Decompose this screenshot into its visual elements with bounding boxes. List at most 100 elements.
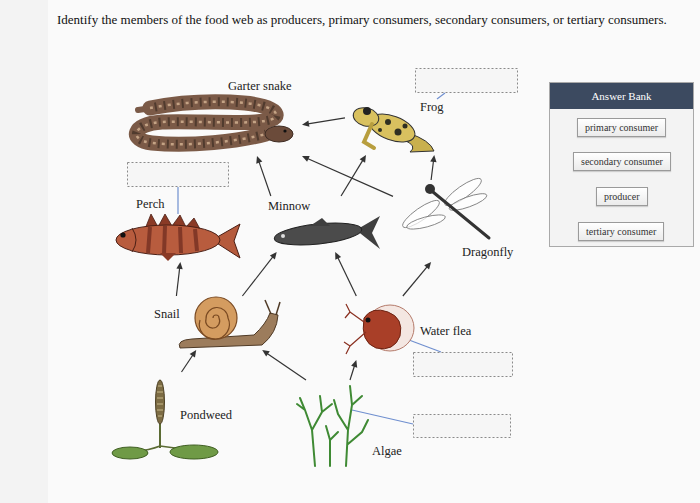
answer-chip: secondary consumer <box>573 152 671 171</box>
arrow-head <box>256 156 262 164</box>
arrow-head <box>190 350 197 358</box>
organism-node: Minnow <box>265 196 382 252</box>
arrow-line <box>431 161 433 180</box>
organism-label: Water flea <box>420 324 471 338</box>
food-arrow <box>176 262 182 296</box>
water-flea-art <box>344 304 366 354</box>
organism-label: Minnow <box>268 199 310 213</box>
frog-art <box>403 124 408 129</box>
water-flea-art <box>344 304 414 354</box>
answer-drop-box <box>414 415 511 438</box>
arrow-head <box>176 262 182 269</box>
pondweed-art <box>170 445 218 459</box>
arrow-head <box>335 252 341 260</box>
algae-art <box>326 426 338 466</box>
frog-art <box>351 105 381 129</box>
food-arrow <box>182 350 197 372</box>
organism-node: Frog <box>345 93 450 155</box>
answer-text: producer <box>604 190 640 203</box>
food-arrow <box>262 350 306 380</box>
organism-label: Garter snake <box>228 79 292 93</box>
organism-node: Garter snake <box>122 78 302 156</box>
garter-snake-art <box>265 126 293 142</box>
answer-text: secondary consumer <box>581 155 663 168</box>
perch-art <box>160 253 176 261</box>
leader-line <box>352 410 413 424</box>
pondweed-art <box>156 380 165 424</box>
food-arrow <box>302 156 393 196</box>
arrow-head <box>360 155 366 163</box>
dragonfly-art <box>425 184 435 194</box>
answer-text: tertiary consumer <box>586 225 656 238</box>
snail-art <box>276 302 280 315</box>
organism-label: Dragonfly <box>462 245 513 259</box>
perch-art <box>120 232 125 237</box>
arrow-line <box>403 267 427 296</box>
water-flea-art <box>366 318 371 323</box>
food-arrow <box>242 252 276 296</box>
minnow-art <box>281 234 285 238</box>
frog-art <box>364 124 374 148</box>
answer-chip: producer <box>596 187 648 206</box>
food-arrow <box>256 156 271 196</box>
leader-line <box>177 187 178 214</box>
food-arrow <box>403 262 431 296</box>
food-arrow <box>350 360 357 380</box>
minnow-art <box>310 218 330 226</box>
perch-art <box>116 214 240 261</box>
snail-art <box>195 297 237 339</box>
leader-line <box>437 93 445 99</box>
answer-chip: tertiary consumer <box>578 222 664 241</box>
pondweed-art <box>157 386 163 416</box>
arrow-line <box>182 355 193 372</box>
arrow-line <box>242 257 273 296</box>
frog-art <box>378 128 382 132</box>
perch-art <box>132 228 136 252</box>
garter-snake-art <box>283 129 286 132</box>
panel-heading: Answer Bank <box>550 83 693 109</box>
perch-art <box>148 226 197 254</box>
garter-snake-art <box>136 102 276 145</box>
answer-chip: primary consumer <box>577 118 666 137</box>
dragonfly-art <box>400 174 489 238</box>
answer-text: primary consumer <box>585 121 658 134</box>
frog-art <box>385 119 391 125</box>
organism-label: Frog <box>420 100 444 114</box>
organism-node: Dragonfly <box>393 180 520 262</box>
arrow-head <box>424 262 431 269</box>
answer-drop-box <box>128 163 229 187</box>
garter-snake-art <box>136 102 276 145</box>
organism-node: Pondweed <box>110 372 240 470</box>
frog-art <box>363 107 371 115</box>
food-arrow <box>302 118 345 127</box>
answer-drop-box <box>414 353 513 377</box>
arrow-line <box>308 118 345 124</box>
organism-label: Perch <box>136 197 164 211</box>
dragonfly-art <box>433 192 489 238</box>
organism-node: Water flea <box>343 296 476 360</box>
page-ground <box>48 0 700 503</box>
arrow-line <box>259 162 271 196</box>
snail-art <box>179 297 280 348</box>
dragonfly-art <box>405 212 446 232</box>
organism-node: Perch <box>105 192 242 262</box>
arrow-line <box>267 353 306 380</box>
food-arrow <box>335 252 356 296</box>
organism-label: Algae <box>372 444 402 458</box>
pondweed-art <box>112 447 148 459</box>
leader-line <box>409 340 441 352</box>
perch-art <box>116 225 220 255</box>
water-flea-art <box>363 310 401 349</box>
answer-bank-panel: Answer Bank primary consumer secondary con… <box>549 82 694 247</box>
organism-node: Algae <box>295 380 405 470</box>
organism-label: Pondweed <box>180 408 232 422</box>
organism-node: Snail <box>150 296 282 350</box>
organism-label: Snail <box>154 307 180 321</box>
snail-art <box>265 300 271 314</box>
arrow-head <box>351 360 357 368</box>
arrow-line <box>350 366 354 380</box>
arrow-head <box>302 156 310 162</box>
algae-art <box>297 386 368 466</box>
